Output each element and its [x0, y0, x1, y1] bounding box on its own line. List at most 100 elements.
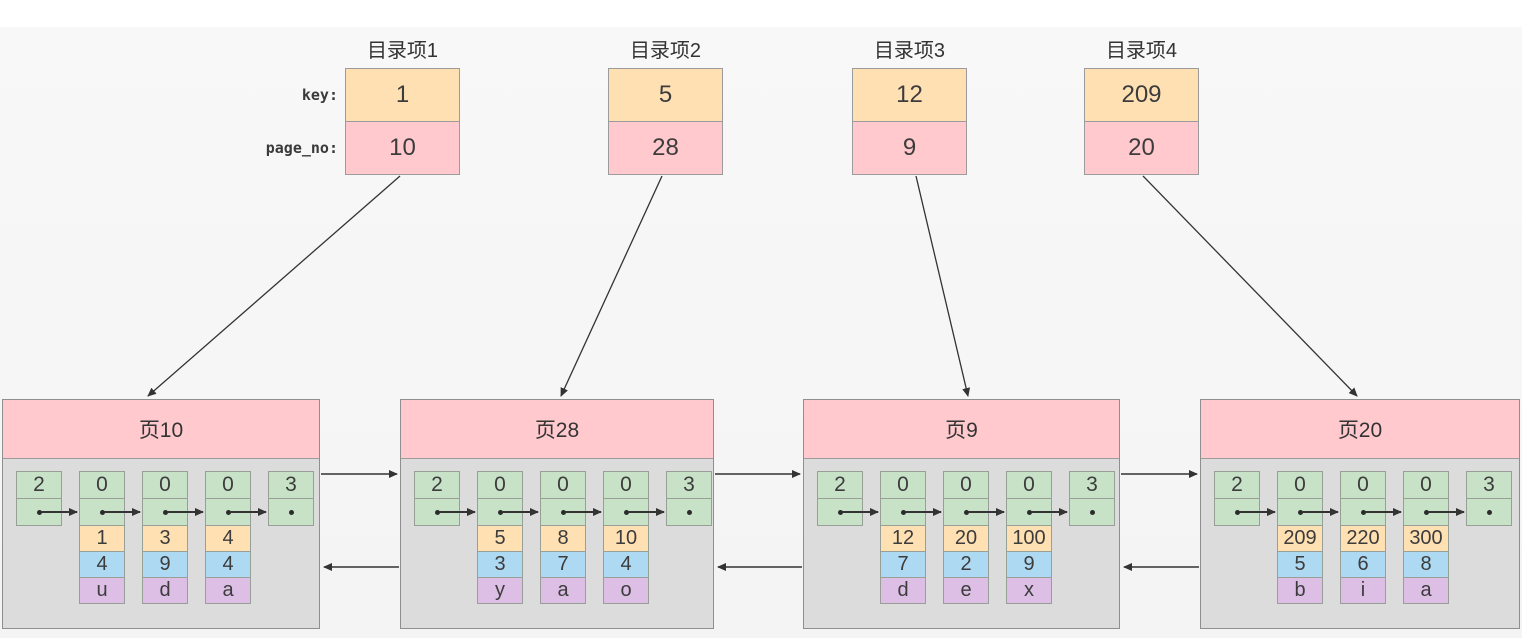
record-col1-cell: 8 — [1403, 551, 1449, 578]
record-type-cell: 3 — [1069, 471, 1115, 499]
pointer-dot — [1486, 509, 1492, 515]
record-type-cell: 0 — [880, 471, 926, 499]
record-column: 2 — [1214, 471, 1260, 526]
pageno-field-label: page_no: — [265, 139, 338, 157]
record-type-cell: 0 — [79, 471, 125, 499]
record-pointer-cell — [477, 498, 523, 526]
record-column: 2 — [817, 471, 863, 526]
pointer-dot — [1360, 509, 1366, 515]
record-key-cell: 12 — [880, 525, 926, 552]
record-key-cell: 300 — [1403, 525, 1449, 552]
pointer-dot — [1423, 509, 1429, 515]
record-key-cell: 8 — [540, 525, 586, 552]
top-margin — [0, 0, 1522, 27]
record-col2-cell: x — [1006, 577, 1052, 604]
record-type-cell: 0 — [477, 471, 523, 499]
entry-to-page-arrow — [147, 175, 401, 397]
directory-entry-key-cell: 1 — [345, 68, 460, 122]
record-pointer-cell — [79, 498, 125, 526]
record-col2-cell: u — [79, 577, 125, 604]
record-type-cell: 3 — [666, 471, 712, 499]
page-title: 页10 — [3, 400, 319, 459]
pointer-dot — [900, 509, 906, 515]
record-key-cell: 5 — [477, 525, 523, 552]
directory-entry-1: 目录项1 1 10 — [345, 38, 460, 175]
record-pointer-cell — [666, 498, 712, 526]
record-col1-cell: 3 — [477, 551, 523, 578]
record-pointer-cell — [1466, 498, 1512, 526]
entry-to-page-arrow — [1142, 175, 1358, 397]
record-pointer-cell — [1069, 498, 1115, 526]
record-pointer-cell — [1340, 498, 1386, 526]
pointer-dot — [560, 509, 566, 515]
record-type-cell: 2 — [817, 471, 863, 499]
directory-entry-3: 目录项3 12 9 — [852, 38, 967, 175]
record-pointer-cell — [205, 498, 251, 526]
record-type-cell: 2 — [16, 471, 62, 499]
record-key-cell: 220 — [1340, 525, 1386, 552]
record-pointer-cell — [142, 498, 188, 526]
record-col2-cell: a — [540, 577, 586, 604]
record-type-cell: 3 — [268, 471, 314, 499]
record-col2-cell: d — [880, 577, 926, 604]
record-pointer-cell — [1403, 498, 1449, 526]
record-col2-cell: o — [603, 577, 649, 604]
record-col1-cell: 2 — [943, 551, 989, 578]
pointer-dot — [288, 509, 294, 515]
page-title: 页28 — [401, 400, 713, 459]
record-column: 2 — [414, 471, 460, 526]
directory-entry-pageno-cell: 10 — [345, 121, 460, 175]
record-col1-cell: 4 — [79, 551, 125, 578]
record-key-cell: 4 — [205, 525, 251, 552]
directory-entry-pageno-cell: 28 — [608, 121, 723, 175]
directory-entry-pageno-cell: 20 — [1084, 121, 1199, 175]
record-pointer-cell — [1214, 498, 1260, 526]
record-type-cell: 0 — [943, 471, 989, 499]
record-col1-cell: 9 — [1006, 551, 1052, 578]
record-key-cell: 1 — [79, 525, 125, 552]
pointer-dot — [1234, 509, 1240, 515]
record-pointer-cell — [540, 498, 586, 526]
pointer-dot — [623, 509, 629, 515]
record-pointer-cell — [943, 498, 989, 526]
record-pointer-cell — [603, 498, 649, 526]
record-col2-cell: y — [477, 577, 523, 604]
record-column: 3 — [268, 471, 314, 526]
key-field-label: key: — [301, 86, 338, 104]
pointer-dot — [36, 509, 42, 515]
record-key-cell: 100 — [1006, 525, 1052, 552]
pointer-dot — [99, 509, 105, 515]
record-column: 3 — [1069, 471, 1115, 526]
directory-entry-2: 目录项2 5 28 — [608, 38, 723, 175]
record-column: 3 — [1466, 471, 1512, 526]
directory-entry-key-cell: 12 — [852, 68, 967, 122]
record-key-cell: 3 — [142, 525, 188, 552]
entry-to-page-arrow — [915, 175, 971, 397]
pointer-dot — [686, 509, 692, 515]
record-pointer-cell — [16, 498, 62, 526]
record-column: 3 — [666, 471, 712, 526]
record-col2-cell: a — [1403, 577, 1449, 604]
directory-entry-title: 目录项2 — [629, 40, 702, 62]
record-col2-cell: b — [1277, 577, 1323, 604]
directory-entry-title: 目录项1 — [366, 40, 439, 62]
page-title: 页9 — [804, 400, 1119, 459]
